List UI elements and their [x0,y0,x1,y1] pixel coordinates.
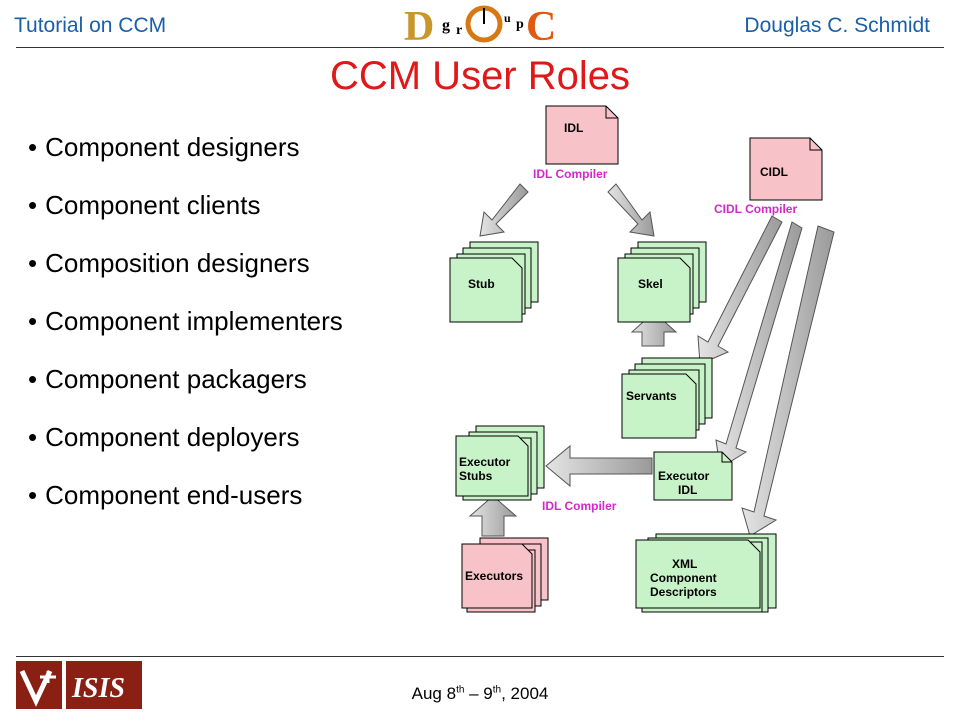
svg-text:Stubs: Stubs [459,469,493,483]
svg-text:r: r [456,23,462,38]
footer-logos: ISIS [16,661,142,709]
stub-file-stack: Stub [449,241,539,323]
bullet-component-end-users: •Component end-users [28,480,303,510]
svg-text:u: u [504,11,511,25]
arrow-idl-to-skel [607,183,655,237]
idl-compiler-top-label: IDL Compiler [533,167,608,181]
svg-text:XML: XML [672,557,697,571]
bullet-component-packagers: •Component packagers [28,364,307,394]
doc-group-logo: D g r u p C [404,4,556,46]
footer-date: Aug 8th – 9th, 2004 [411,684,549,703]
ccm-toolchain-diagram: IDL IDL Compiler CIDL CIDL Compiler Stub… [449,105,835,613]
svg-text:D: D [404,4,434,46]
bullet-component-deployers: •Component deployers [28,422,300,452]
svg-text:Stub: Stub [468,277,495,291]
arrow-cidl-to-servants [697,215,783,365]
svg-text:Executor: Executor [459,455,511,469]
svg-text:IDL: IDL [564,121,583,135]
svg-text:C: C [526,4,556,46]
arrow-cidl-to-executor-idl [715,221,803,469]
header-divider [16,47,944,48]
svg-text:g: g [442,17,450,34]
cidl-compiler-label: CIDL Compiler [714,202,797,216]
cidl-document: CIDL [749,137,823,201]
svg-text:IDL: IDL [678,483,697,497]
header-author: Douglas C. Schmidt [744,14,930,37]
svg-text:Descriptors: Descriptors [650,585,717,599]
servants-file-stack: Servants [621,357,713,439]
bullet-composition-designers: •Composition designers [28,248,310,278]
skel-file-stack: Skel [617,241,707,323]
idl-compiler-bottom-label: IDL Compiler [542,499,617,513]
header-course-title: Tutorial on CCM [14,14,167,37]
xml-descriptors-file-stack: XML Component Descriptors [635,533,777,613]
bullet-component-designers: •Component designers [28,132,300,162]
slide-title: CCM User Roles [329,54,631,98]
arrow-executor-idl-to-stubs [545,444,653,488]
svg-text:Servants: Servants [626,389,677,403]
arrow-idl-to-stub [479,183,529,237]
svg-text:Executors: Executors [465,569,523,583]
executor-stubs-file-stack: Executor Stubs [455,425,545,501]
svg-text:Component: Component [650,571,717,585]
arrow-cidl-to-xml [741,225,835,537]
svg-text:Skel: Skel [638,277,663,291]
bullet-component-implementers: •Component implementers [28,306,343,336]
executor-idl-document: Executor IDL [653,451,733,501]
isis-logo: ISIS [66,661,142,709]
svg-text:p: p [516,17,524,32]
executors-file-stack: Executors [461,537,549,613]
svg-text:Executor: Executor [658,469,710,483]
arrow-executors-to-stubs [468,495,518,537]
idl-document: IDL [545,105,619,165]
vanderbilt-logo [16,661,62,709]
svg-text:ISIS: ISIS [71,673,125,704]
svg-text:CIDL: CIDL [760,165,788,179]
footer-divider [16,656,944,657]
bullet-component-clients: •Component clients [28,190,261,220]
role-bullet-list: •Component designers •Component clients … [28,126,343,532]
